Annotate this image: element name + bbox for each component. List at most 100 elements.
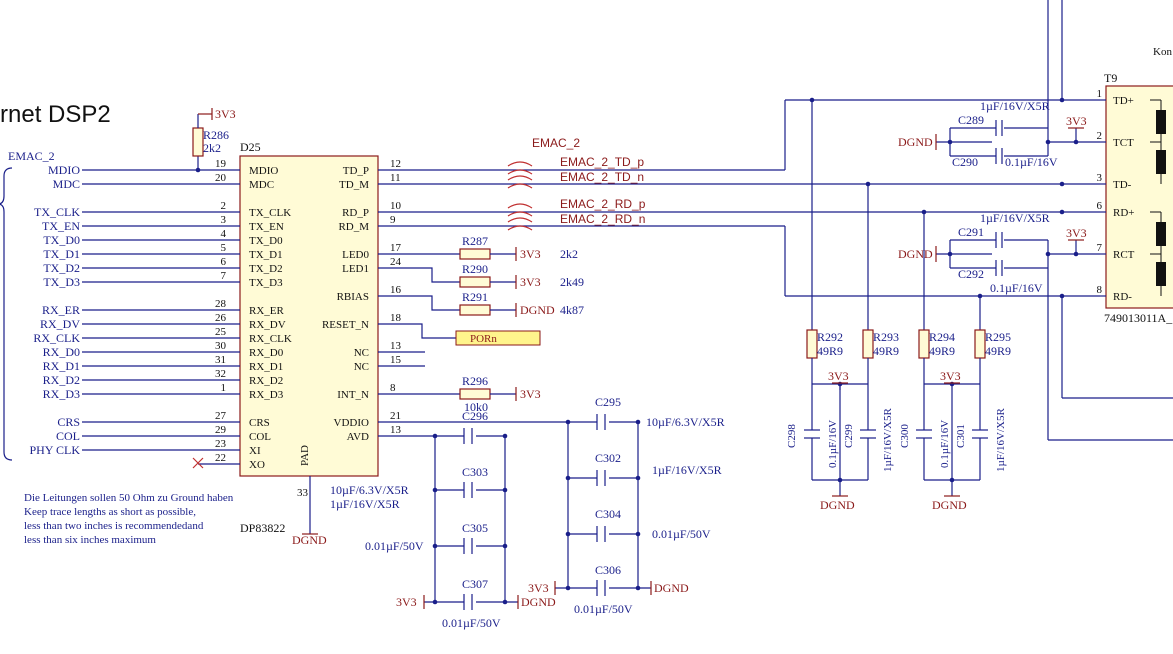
ic-pin-number: 13: [390, 340, 402, 352]
ic-pin-number: 20: [215, 172, 227, 184]
ic-pin-name: TX_D3: [249, 277, 283, 289]
ic-pin-number: 25: [215, 326, 227, 338]
r286-body: [192, 127, 204, 157]
bus-signal-label: PHY CLK: [29, 443, 80, 457]
bus-signal-label: CRS: [57, 415, 80, 429]
emac-label: EMAC_2: [532, 136, 580, 150]
r295-value: 49R9: [985, 344, 1011, 358]
ic-pin-name: RX_DV: [249, 319, 286, 331]
ic-pin-name: XI: [249, 445, 261, 457]
ic-pin-number: 16: [390, 284, 402, 296]
r291-body: [459, 304, 491, 316]
right-dgnd-label: DGND: [654, 581, 689, 595]
r290-value: 2k49: [560, 275, 584, 289]
r296-value: 10k0: [464, 400, 488, 414]
bus-signal-label: RX_D3: [43, 387, 80, 401]
xfmr-pin-name: TCT: [1113, 137, 1134, 149]
ic-pin-name: RD_M: [338, 221, 369, 233]
c289-ref: C289: [958, 113, 984, 127]
r287-body: [459, 248, 491, 260]
left-3v3-label: 3V3: [396, 595, 417, 609]
rct-gnd-label: DGND: [898, 247, 933, 261]
r290-ref: R290: [462, 262, 488, 276]
ic-pin-name: TX_EN: [249, 221, 284, 233]
ic-pin-name: TX_D0: [249, 235, 283, 247]
bus-signal-label: COL: [56, 429, 80, 443]
bus-signal-label: TX_D2: [43, 261, 80, 275]
net-rd-n: EMAC_2_RD_n: [560, 212, 645, 226]
ic-pin-name: RX_D2: [249, 375, 283, 387]
bus-signal-label: TX_D1: [43, 247, 80, 261]
ic-pin-name: MDC: [249, 179, 274, 191]
r287-value: 2k2: [560, 247, 578, 261]
c298-ref: C298: [786, 424, 798, 448]
bus-signal-label: RX_ER: [42, 303, 80, 317]
bus-signal-label: RX_DV: [40, 317, 80, 331]
ic-pin-number: 26: [215, 312, 227, 324]
r291-ref: R291: [462, 290, 488, 304]
ic-pad-label: PAD: [299, 445, 311, 466]
c305-ref: C305: [462, 521, 488, 535]
ic-pin-name: RX_D3: [249, 389, 284, 401]
ic-pin-number: 19: [215, 158, 227, 170]
diff-pair-marker-rd: [507, 203, 533, 231]
ic-pin-name: RX_D1: [249, 361, 283, 373]
note-line-2: Keep trace lengths as short as possible,: [24, 506, 196, 518]
ic-pin-number: 13: [390, 424, 402, 436]
bus-brace: [0, 167, 13, 461]
pad-pin-num: 33: [297, 487, 309, 499]
ic-pin-name: TX_CLK: [249, 207, 291, 219]
c290-ref: C290: [952, 155, 978, 169]
c291-ref: C291: [958, 225, 984, 239]
caps-note-1: 10µF/6.3V/X5R: [330, 483, 409, 497]
xfmr-pin-name: RD+: [1113, 207, 1134, 219]
bus-signal-label: RX_CLK: [33, 331, 80, 345]
term-gnd-right: DGND: [932, 498, 967, 512]
r286-pwr-label: 3V3: [215, 107, 236, 121]
ic-pin-number: 23: [215, 438, 227, 450]
c304-value: 0.01µF/50V: [652, 527, 711, 541]
c303-ref: C303: [462, 465, 488, 479]
tct-pwr-label: 3V3: [1066, 114, 1087, 128]
ic-part: DP83822: [240, 521, 285, 535]
xfmr-pin-name: TD-: [1113, 179, 1132, 191]
c306-ref: C306: [595, 563, 621, 577]
ic-pin-number: 5: [221, 242, 227, 254]
c307-value: 0.01µF/50V: [442, 616, 501, 630]
xfmr-pin-name: TD+: [1113, 95, 1134, 107]
r294-value: 49R9: [929, 344, 955, 358]
left-dgnd-label: DGND: [521, 595, 556, 609]
bus-signal-label: TX_D3: [43, 275, 80, 289]
ic-pin-name: NC: [354, 361, 369, 373]
rct-caps: [935, 232, 1100, 276]
r290-pwr-label: 3V3: [520, 275, 541, 289]
note-line-1: Die Leitungen sollen 50 Ohm zu Ground ha…: [24, 492, 234, 504]
c291-value: 1µF/16V/X5R: [980, 211, 1050, 225]
c307-ref: C307: [462, 577, 488, 591]
xfmr-pin-number: 2: [1097, 130, 1103, 142]
note-line-4: less than six inches maximum: [24, 534, 156, 546]
ic-pin-number: 28: [215, 298, 227, 310]
xfmr-part: 749013011A_: [1104, 311, 1173, 325]
term-3v3-left: 3V3: [828, 369, 849, 383]
c304-ref: C304: [595, 507, 621, 521]
ic-pin-number: 4: [221, 228, 227, 240]
ic-pin-name: RBIAS: [337, 291, 369, 303]
ic-pin-number: 15: [390, 354, 402, 366]
ic-pin-number: 21: [390, 410, 401, 422]
bus-signal-label: TX_D0: [43, 233, 80, 247]
ic-pin-name: RX_CLK: [249, 333, 292, 345]
c295-value: 10µF/6.3V/X5R: [646, 415, 725, 429]
tct-gnd-label: DGND: [898, 135, 933, 149]
ic-pin-number: 6: [221, 256, 227, 268]
r296-pwr-label: 3V3: [520, 387, 541, 401]
term-gnd-left: DGND: [820, 498, 855, 512]
xfmr-pin-name: RD-: [1113, 291, 1132, 303]
ic-pin-number: 30: [215, 340, 227, 352]
ic-pin-name: CRS: [249, 417, 270, 429]
ic-d25-body: [239, 155, 379, 477]
ic-pin-name: RD_P: [342, 207, 369, 219]
connector-label: Kon: [1153, 46, 1172, 58]
c289-value: 1µF/16V/X5R: [980, 99, 1050, 113]
